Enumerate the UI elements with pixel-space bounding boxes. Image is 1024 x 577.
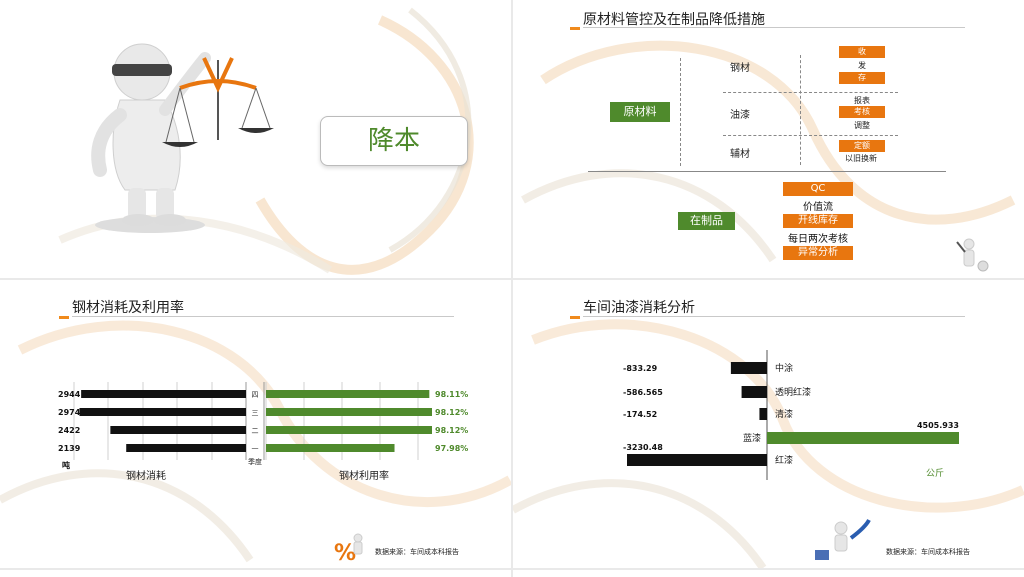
title-accent-mark <box>570 316 580 319</box>
slide-title: 车间油漆消耗分析 <box>583 300 695 316</box>
painter-figure-illustration <box>815 519 871 560</box>
paint-category-label: 透明红漆 <box>775 386 811 398</box>
slide-material-control[interactable]: 原材料管控及在制品降低措施 原材料 钢材 油漆 辅材 收 发 存 报表 考核 调… <box>513 0 1024 278</box>
consumption-value-label: 2422 <box>58 426 80 435</box>
slide-next-right[interactable] <box>513 570 1024 577</box>
consumption-value-label: 2139 <box>58 444 81 453</box>
wip-exception-analysis: 异常分析 <box>783 246 853 260</box>
quarter-axis-label: 季度 <box>248 458 262 466</box>
paint-bar <box>730 362 767 374</box>
slide-cost-reduction[interactable]: 降本 <box>0 0 511 278</box>
section-divider <box>588 171 946 172</box>
justice-figure-illustration <box>91 43 274 233</box>
item-stock: 存 <box>839 72 885 84</box>
paint-bar <box>759 408 767 420</box>
slide-title: 降本 <box>367 126 420 156</box>
consumption-value-label: 2944 <box>58 390 81 399</box>
wip-value-stream: 价值流 <box>803 202 833 213</box>
consumption-bar <box>79 408 247 416</box>
slide-paint-consumption[interactable]: 车间油漆消耗分析 -833.29 中涂 -586.565 透明红漆 -174.52 清漆 4… <box>513 280 1024 568</box>
utilization-value-label: 98.12% <box>435 426 468 435</box>
percent-figure-illustration: % <box>334 533 363 564</box>
item-trade-in: 以旧换新 <box>845 154 877 163</box>
paint-chart: -833.29 中涂 -586.565 透明红漆 -174.52 清漆 4505.933 蓝漆… <box>623 350 959 480</box>
consumption-value-label: 2974 <box>58 408 81 417</box>
utilization-value-label: 98.12% <box>435 408 468 417</box>
slide-steel-consumption[interactable]: 钢材消耗及利用率 2944 四 98.11% 2974 三 98.12% 2422 二 98.1… <box>0 280 511 568</box>
decorative-swirl <box>521 40 1016 263</box>
wip-line-stock: 开线库存 <box>783 214 853 228</box>
left-axis-label: 钢材消耗 <box>126 471 166 482</box>
paint-category-label: 红漆 <box>775 454 793 466</box>
material-paint: 油漆 <box>730 110 750 121</box>
slide-title: 钢材消耗及利用率 <box>72 300 184 316</box>
bracket-line <box>680 58 681 166</box>
utilization-value-label: 98.11% <box>435 390 468 399</box>
paint-value-label: 4505.933 <box>917 421 959 430</box>
item-assessment: 考核 <box>839 106 885 118</box>
material-steel: 钢材 <box>730 63 750 74</box>
svg-text:%: % <box>334 541 356 564</box>
consumption-bar <box>81 390 246 398</box>
quarter-tick-label: 三 <box>252 409 259 417</box>
unit-label: 吨 <box>62 461 70 470</box>
row-divider <box>723 92 898 93</box>
utilization-bar <box>266 426 432 434</box>
data-source: 数据来源：车间成本科报告 <box>886 548 970 556</box>
raw-material-box: 原材料 <box>610 102 670 122</box>
paint-value-label: -833.29 <box>623 364 658 373</box>
paint-bar <box>627 454 767 466</box>
paint-value-label: -586.565 <box>623 388 663 397</box>
wip-box: 在制品 <box>678 212 735 230</box>
quarter-tick-label: 一 <box>252 445 259 453</box>
paint-value-label: -174.52 <box>623 410 657 419</box>
divider-line <box>800 55 801 165</box>
item-adjust: 调整 <box>854 121 870 130</box>
paint-category-label: 清漆 <box>775 408 793 420</box>
utilization-bar <box>266 408 432 416</box>
title-accent-mark <box>570 27 580 30</box>
small-figure-illustration <box>956 238 989 272</box>
wip-qc: QC <box>783 182 853 196</box>
consumption-bar <box>126 444 246 452</box>
paint-bar <box>741 386 767 398</box>
paint-category-label: 蓝漆 <box>743 432 761 444</box>
title-accent-mark <box>59 316 69 319</box>
utilization-bar <box>266 444 395 452</box>
item-issue: 发 <box>858 61 866 70</box>
quarter-tick-label: 二 <box>252 427 259 435</box>
title-box: 降本 <box>320 116 468 166</box>
item-quota: 定额 <box>839 140 885 152</box>
title-underline <box>583 316 965 317</box>
title-underline <box>72 316 454 317</box>
utilization-value-label: 97.98% <box>435 444 468 453</box>
slide-next-left[interactable] <box>0 570 511 577</box>
steel-chart: 2944 四 98.11% 2974 三 98.12% 2422 二 98.12% 2139 一 97… <box>58 382 468 460</box>
paint-category-label: 中涂 <box>775 362 793 374</box>
item-report: 报表 <box>854 96 870 105</box>
row-divider <box>723 135 898 136</box>
utilization-bar <box>266 390 430 398</box>
right-axis-label: 钢材利用率 <box>339 471 389 482</box>
paint-value-label: -3230.48 <box>623 443 663 452</box>
wip-daily-check: 每日两次考核 <box>788 234 848 245</box>
paint-bar <box>767 432 959 444</box>
slide-title: 原材料管控及在制品降低措施 <box>583 12 765 28</box>
consumption-bar <box>110 426 246 434</box>
quarter-tick-label: 四 <box>252 391 259 399</box>
item-receive: 收 <box>839 46 885 58</box>
unit-label: 公斤 <box>926 469 945 479</box>
material-auxiliary: 辅材 <box>730 149 750 160</box>
title-underline <box>583 27 965 28</box>
data-source: 数据来源：车间成本科报告 <box>375 548 459 556</box>
